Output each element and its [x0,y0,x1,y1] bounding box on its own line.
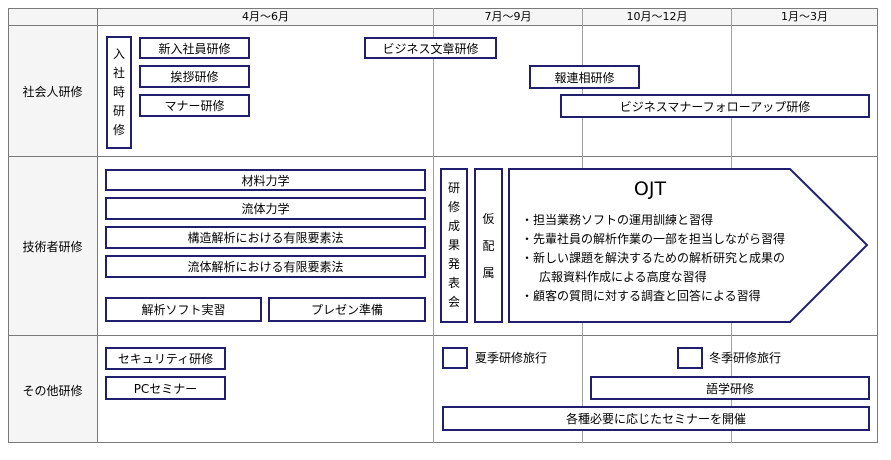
toki-ryoko-marker [677,347,703,369]
security-kenshu-label: セキュリティ研修 [117,352,214,366]
presen-junbi-label: プレゼン準備 [310,303,383,317]
kaiseki-soft-jisshu-label: 解析ソフト実習 [141,303,226,317]
horenso-kenshu-label: 報連相研修 [554,70,615,85]
toki-ryoko-label: 冬季研修旅行 [709,351,782,365]
ryutai-rikigaku-label: 流体力学 [241,202,290,216]
kaki-ryoko-marker [442,347,468,369]
horenso-kenshu-box: 報連相研修 [529,65,640,89]
period-header-q3: 10月～12月 [626,10,688,23]
pc-seminar-label: PCセミナー [133,381,198,396]
ojt-item: ・新しい課題を解決するための解析研究と成果の [521,251,786,265]
ojt-item: ・担当業務ソフトの運用訓練と習得 [521,213,714,227]
kaiseki-soft-jisshu-box: 解析ソフト実習 [105,297,262,322]
grid-line-row1 [8,156,878,157]
grid-line-right [877,8,878,443]
shinnyu-shain-kenshu-label: 新入社員研修 [158,41,231,56]
business-manner-followup-box: ビジネスマナーフォローアップ研修 [560,94,870,118]
grid-line-rowhead [97,8,98,443]
kakushu-seminar-label: 各種必要に応じたセミナーを開催 [565,412,746,426]
row-header-background [8,25,97,443]
ryutai-kaiseki-fem-box: 流体解析における有限要素法 [105,255,426,278]
nyusha-jiki-kenshu-label: 入社時研修 [112,47,125,137]
ojt-item: ・顧客の質問に対する調査と回答による習得 [521,289,761,303]
kozo-kaiseki-fem-box: 構造解析における有限要素法 [105,226,426,249]
nyusha-jiki-kenshu-box: 入社時研修 [106,36,132,149]
shinnyu-shain-kenshu-box: 新入社員研修 [139,37,250,59]
seika-happyokai-label: 研修成果発表会 [447,181,460,309]
business-bunsho-kenshu-label: ビジネス文章研修 [382,41,479,56]
aisatsu-kenshu-box: 挨拶研修 [139,65,250,88]
row-label-sonota: その他研修 [22,384,83,398]
row-label-shakaijin: 社会人研修 [22,85,83,99]
ojt-item-continuation: 広報資料作成による高度な習得 [539,270,707,284]
grid-line-row2 [8,335,878,336]
kakushu-seminar-box: 各種必要に応じたセミナーを開催 [442,406,870,431]
row-label-gijutsusha: 技術者研修 [22,240,83,254]
security-kenshu-box: セキュリティ研修 [105,347,226,370]
aisatsu-kenshu-label: 挨拶研修 [170,70,219,84]
manner-kenshu-label: マナー研修 [164,99,225,113]
ojt-title: OJT [633,178,667,200]
manner-kenshu-box: マナー研修 [139,94,250,117]
ojt-item-list: ・担当業務ソフトの運用訓練と習得 ・先輩社員の解析作業の一部を担当しながら習得 … [521,211,785,306]
kaki-ryoko-label: 夏季研修旅行 [475,351,548,365]
grid-line-q2 [433,8,434,443]
ojt-arrow-shape [508,168,869,323]
business-manner-followup-label: ビジネスマナーフォローアップ研修 [619,99,811,114]
ojt-item: ・先輩社員の解析作業の一部を担当しながら習得 [521,232,786,246]
business-bunsho-kenshu-box: ビジネス文章研修 [364,37,497,59]
gogaku-kenshu-label: 語学研修 [705,381,754,396]
period-header-q2: 7月～9月 [484,10,532,23]
presen-junbi-box: プレゼン準備 [268,297,426,322]
ryutai-rikigaku-box: 流体力学 [105,197,426,220]
grid-line-header [8,25,878,26]
gogaku-kenshu-box: 語学研修 [590,376,870,400]
ryutai-kaiseki-fem-label: 流体解析における有限要素法 [187,260,344,274]
pc-seminar-box: PCセミナー [105,376,226,400]
header-row-background [8,8,877,25]
period-header-q4: 1月～3月 [781,10,828,23]
grid-line-left [8,8,9,443]
kozo-kaiseki-fem-label: 構造解析における有限要素法 [187,231,344,245]
grid-line-top [8,8,878,9]
seika-happyokai-box: 研修成果発表会 [440,168,468,323]
zairyo-rikigaku-label: 材料力学 [241,173,290,188]
grid-line-bottom [8,442,878,443]
kari-haizoku-label: 仮配属 [482,212,495,280]
zairyo-rikigaku-box: 材料力学 [105,169,426,191]
kari-haizoku-box: 仮配属 [474,168,503,323]
period-header-q1: 4月～6月 [242,10,289,23]
